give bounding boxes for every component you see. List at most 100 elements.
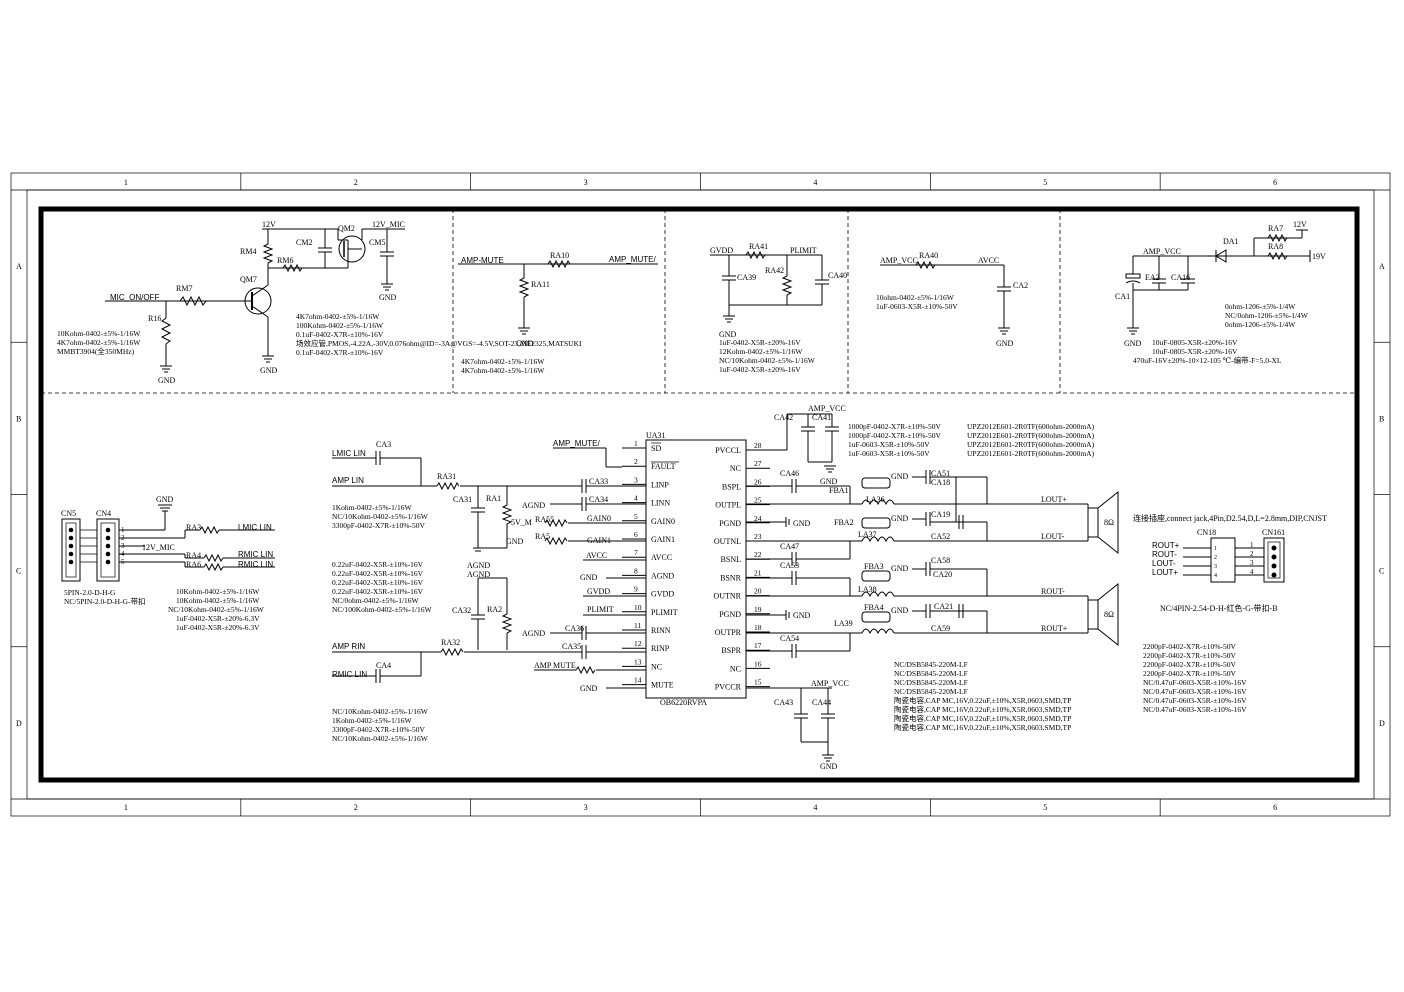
ref-ra7: RA7 (1268, 224, 1283, 233)
ref-ra1: RA1 (486, 494, 501, 503)
gnd-label-bottom: GND (820, 762, 838, 771)
ref-ca43: CA43 (774, 698, 793, 707)
net-19v: 19V (1312, 252, 1326, 261)
ic-pin-number: 27 (754, 459, 762, 468)
ferrite-fba2 (861, 517, 891, 529)
svg-text:陶瓷电容,CAP MC,16V,0.22uF,±10%,X5: 陶瓷电容,CAP MC,16V,0.22uF,±10%,X5R,0603,SMD… (894, 722, 1071, 732)
ic-pin-number: 18 (754, 623, 762, 632)
gnd-symbol (998, 327, 1010, 335)
resistor-rm4 (262, 243, 274, 264)
net-amp-vcc-power: AMP_VCC (1143, 247, 1181, 256)
gnd-label-ca20: GND (891, 564, 909, 573)
ref-qm2: QM2 (338, 224, 355, 233)
svg-text:NC/10Kohm-0402-±5%-1/16W: NC/10Kohm-0402-±5%-1/16W (332, 734, 429, 743)
ic-ua31 (645, 439, 747, 699)
gnd-label-ca2: GND (996, 339, 1014, 348)
notes-connector-in-right: 10Kohm-0402-±5%-1/16W 10Kohm-0402-±5%-1/… (168, 587, 265, 632)
svg-text:1uF-0402-X5R-±20%-16V: 1uF-0402-X5R-±20%-16V (719, 365, 801, 374)
notes-connector-in-left: 5PIN-2.0-D-H-G NC/5PIN-2.0-D-H-G-带扣 (64, 588, 145, 606)
column-marker-bottom: 4 (813, 803, 817, 812)
svg-text:1Kohm-0402-±5%-1/16W: 1Kohm-0402-±5%-1/16W (332, 716, 412, 725)
ic-pin-name: BSPR (721, 646, 741, 655)
ic-pin-number: 2 (634, 457, 638, 466)
connector-pin (68, 527, 74, 533)
connector-cn5 (61, 518, 81, 582)
ic-pin-name: OUTPR (715, 628, 742, 637)
net-gvdd: GVDD (710, 246, 733, 255)
gnd-label-plimit: GND (719, 330, 737, 339)
ic-pin-number: 16 (754, 659, 762, 668)
ref-fba3: FBA3 (864, 562, 884, 571)
ref-ca3: CA3 (376, 440, 391, 449)
resistor-rm6 (282, 263, 303, 273)
ferrite-fba4 (861, 611, 891, 623)
ref-ra10: RA10 (550, 251, 569, 260)
svg-text:NC/10Kohm-0402-±5%-1/16W: NC/10Kohm-0402-±5%-1/16W (168, 605, 265, 614)
ic-pin-number: 10 (634, 603, 642, 612)
ref-ra31: RA31 (437, 472, 456, 481)
net-12v-mic: 12V_MIC (372, 220, 405, 229)
connector-out-title: 连接插座,connect jack,4Pin,D2.54,D,L=2.8mm,D… (1133, 513, 1327, 523)
ref-ca35: CA35 (562, 642, 581, 651)
ic-pin-number: 13 (634, 657, 642, 666)
mosfet-qm2 (338, 235, 366, 263)
column-marker-bottom: 2 (354, 803, 358, 812)
output-section: CA46 FBA1 LA36 LOUT+ GND FBA2 LA37 LOUT-… (746, 422, 1119, 732)
resistor-ra4 (203, 553, 224, 563)
column-marker-bottom: 6 (1273, 803, 1277, 812)
gnd-label-cm5: GND (379, 293, 397, 302)
svg-text:MMBT3904(全350MHz): MMBT3904(全350MHz) (57, 346, 135, 356)
svg-text:陶瓷电容,CAP MC,16V,0.22uF,±10%,X5: 陶瓷电容,CAP MC,16V,0.22uF,±10%,X5R,0603,SMD… (894, 713, 1071, 723)
connector-out-pin-number: 3 (1214, 564, 1217, 570)
net-amp-rin: AMP RIN (332, 642, 365, 651)
ic-pin-number: 3 (634, 475, 638, 484)
ref-ca2: CA2 (1013, 281, 1028, 290)
resistor-ra41 (745, 250, 766, 260)
ref-ra32: RA32 (441, 638, 460, 647)
ref-ca36: CA36 (565, 624, 584, 633)
net-mic-on-off: MIC_ON/OFF (110, 293, 159, 302)
speaker-right-icon (1087, 582, 1119, 647)
resistor-ra40 (915, 260, 936, 270)
ic-pin-name: PLIMIT (651, 608, 678, 617)
connector-pin (105, 527, 111, 533)
ferrite-fba1 (861, 477, 891, 489)
svg-text:NC/DSB5845-220M-LF: NC/DSB5845-220M-LF (894, 660, 968, 669)
connector-out-pin-number: 4 (1214, 573, 1217, 579)
gnd-symbol (1127, 327, 1139, 335)
connector-out-pin-number: 1 (1250, 541, 1254, 549)
net-gain1: GAIN1 (587, 536, 611, 545)
svg-text:10uF-0805-X5R-±20%-16V: 10uF-0805-X5R-±20%-16V (1152, 338, 1238, 347)
svg-text:4K7ohm-0402-±5%-1/16W: 4K7ohm-0402-±5%-1/16W (461, 366, 545, 375)
svg-text:NC/0.47uF-0603-X5R-±10%-16V: NC/0.47uF-0603-X5R-±10%-16V (1143, 696, 1247, 705)
svg-text:0.22uF-0402-X5R-±10%-16V: 0.22uF-0402-X5R-±10%-16V (332, 578, 424, 587)
ic-pin-name: PVCCL (715, 446, 741, 455)
ref-qm7: QM7 (240, 275, 257, 284)
section-dividers (41, 209, 1357, 394)
ref-ca32: CA32 (452, 606, 471, 615)
svg-text:NC/0ohm-0402-±5%-1/16W: NC/0ohm-0402-±5%-1/16W (332, 596, 420, 605)
ic-pin-number: 12 (634, 639, 642, 648)
notes-power-right: 0ohm-1206-±5%-1/4W NC/0ohm-1206-±5%-1/4W… (1225, 302, 1309, 329)
inductor-la38 (861, 591, 895, 598)
gnd-label-ca19: GND (891, 514, 909, 523)
row-marker-right: C (1379, 567, 1384, 576)
ref-cm5: CM5 (369, 238, 385, 247)
ic-pin-number: 9 (634, 585, 638, 594)
connector-pin (105, 559, 111, 565)
net-amp-vcc-top: AMP_VCC (808, 404, 846, 413)
ic-right-pins: 28PVCCL27NC26BSPL25OUTPL24PGND23OUTNL22B… (713, 441, 770, 692)
connector-out-net: LOUT+ (1152, 568, 1178, 577)
column-marker-top: 3 (584, 178, 588, 187)
column-marker-top: 4 (813, 178, 817, 187)
notes-output-fb: UPZ2012E601-2R0TF(600ohm-2000mA) UPZ2012… (967, 422, 1095, 458)
svg-text:0ohm-1206-±5%-1/4W: 0ohm-1206-±5%-1/4W (1225, 320, 1296, 329)
ic-pin-name: PGND (719, 519, 741, 528)
svg-text:0.22uF-0402-X5R-±10%-16V: 0.22uF-0402-X5R-±10%-16V (332, 560, 424, 569)
net-avcc-ic: AVCC (586, 551, 607, 560)
ic-pin-name: OUTPL (715, 501, 741, 510)
ic-pin-name: SD (651, 444, 661, 453)
svg-text:UPZ2012E601-2R0TF(600ohm-2000m: UPZ2012E601-2R0TF(600ohm-2000mA) (967, 422, 1095, 431)
gnd-symbol (518, 327, 530, 335)
resistor-r16 (160, 317, 172, 345)
